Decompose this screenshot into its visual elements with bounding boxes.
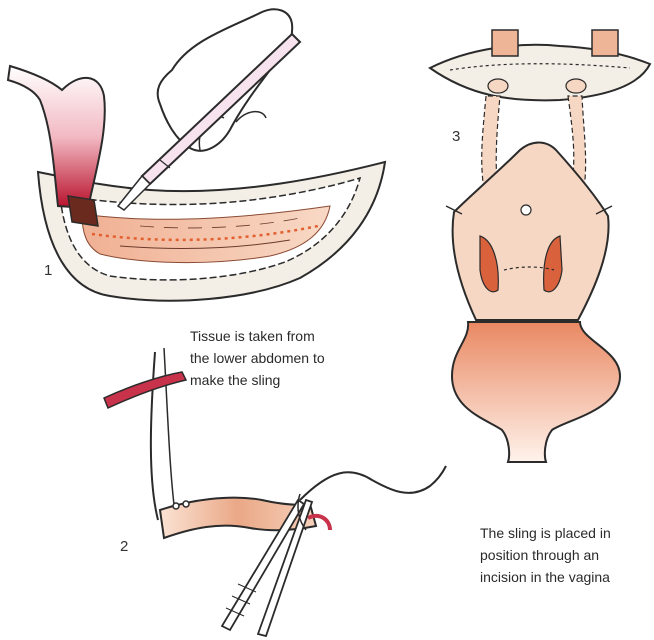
tissue-strand xyxy=(104,372,186,408)
tissue-caption-line-3: make the sling xyxy=(190,369,325,391)
hand-icon xyxy=(158,9,293,150)
suture-thread-right xyxy=(300,466,446,500)
bladder xyxy=(452,322,620,462)
tissue-caption-line-2: the lower abdomen to xyxy=(190,347,325,369)
step-number-1: 1 xyxy=(44,262,52,279)
sling-placement-drawing xyxy=(430,30,650,462)
tissue-caption-line-1: Tissue is taken from xyxy=(190,325,325,347)
retractor xyxy=(8,66,105,208)
sling-caption-line-3: incision in the vagina xyxy=(480,566,611,588)
abdominal-incision-drawing xyxy=(8,9,385,300)
sling-tab-left xyxy=(492,30,518,56)
sling-tab-right xyxy=(592,30,618,56)
step-number-3: 3 xyxy=(452,128,460,145)
sling-caption-line-1: The sling is placed in xyxy=(480,522,611,544)
sling-preparation-drawing xyxy=(104,348,446,636)
step-number-2: 2 xyxy=(120,538,128,555)
tissue-harvest-caption: Tissue is taken from the lower abdomen t… xyxy=(190,325,325,391)
sling-caption-line-2: position through an xyxy=(480,544,611,566)
sling-placement-caption: The sling is placed in position through … xyxy=(480,522,611,588)
